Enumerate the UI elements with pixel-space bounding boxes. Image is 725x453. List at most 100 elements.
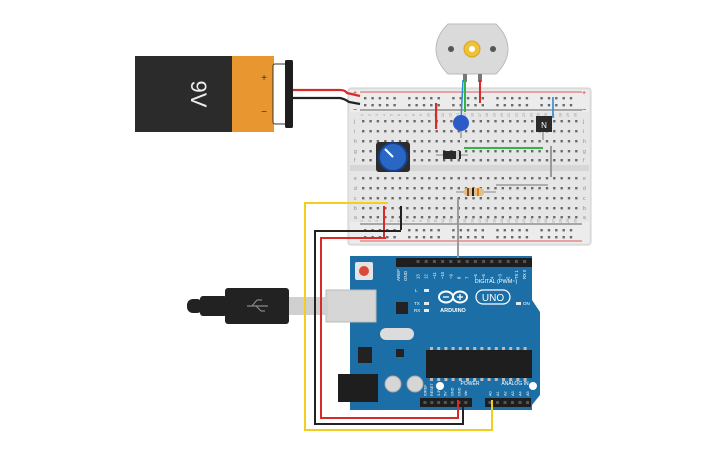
breadboard-hole: [428, 216, 431, 219]
wire-yellow-analog[interactable]: [304, 202, 493, 431]
chip-pin: [509, 347, 513, 350]
breadboard-hole: [553, 197, 556, 200]
breadboard-hole: [562, 229, 565, 232]
breadboard-column-number: 25: [537, 219, 541, 223]
breadboard-hole: [531, 159, 534, 162]
breadboard-hole: [398, 120, 402, 123]
breadboard-hole: [545, 150, 549, 153]
breadboard-hole: [496, 229, 499, 232]
arduino-pin-socket: [465, 260, 469, 263]
breadboard-hole: [567, 187, 571, 190]
breadboard-hole: [464, 130, 468, 133]
breadboard-hole: [450, 197, 453, 200]
breadboard-hole: [428, 159, 431, 162]
breadboard-column-number: 12: [441, 113, 445, 117]
breadboard-hole: [413, 187, 416, 190]
breadboard-hole: [442, 177, 446, 180]
usb-cable[interactable]: [187, 288, 377, 324]
breadboard-hole: [540, 229, 543, 232]
breadboard-hole: [479, 150, 482, 153]
breadboard-hole: [494, 120, 497, 123]
rail-minus-label-right: −: [582, 107, 586, 114]
breadboard-hole: [386, 236, 389, 239]
breadboard-hole: [531, 150, 534, 153]
breadboard-hole: [509, 207, 512, 210]
npn-transistor[interactable]: N: [536, 116, 552, 140]
breadboard-hole: [569, 104, 573, 107]
breadboard-hole: [479, 159, 482, 162]
breadboard-hole: [575, 159, 578, 162]
chip-pin: [516, 347, 520, 350]
breadboard-hole: [494, 197, 497, 200]
breadboard-hole: [516, 177, 519, 180]
breadboard-hole: [435, 187, 438, 190]
wire-jumper-red-top[interactable]: [435, 103, 438, 129]
breadboard-hole: [393, 104, 396, 107]
breadboard-hole: [523, 130, 527, 133]
breadboard-hole: [442, 130, 446, 133]
usb-symbol-icon: [247, 299, 268, 312]
breadboard-hole: [555, 104, 558, 107]
dc-motor[interactable]: [435, 23, 509, 82]
breadboard-hole: [538, 197, 541, 200]
breadboard-column-number: 7: [404, 220, 408, 222]
battery-9v[interactable]: 9V + −: [135, 56, 293, 132]
ceramic-capacitor[interactable]: [453, 115, 469, 138]
breadboard-hole: [457, 130, 460, 133]
breadboard-hole: [430, 236, 433, 239]
wire-battery-red[interactable]: [293, 88, 361, 98]
wire-motor-blue-lead[interactable]: [460, 79, 464, 121]
breadboard-hole: [376, 177, 380, 180]
arduino-power-pin-label: 3.3V: [437, 388, 441, 396]
arduino-pin-socket: [457, 260, 461, 263]
arduino-digital-pin-label: RX 0: [522, 269, 527, 279]
breadboard-hole: [560, 159, 563, 162]
chip-pin: [480, 378, 484, 381]
breadboard-column-number: 29: [566, 113, 570, 117]
wire-red-5v[interactable]: [320, 237, 459, 419]
arduino-power-jack[interactable]: [338, 374, 378, 402]
diode[interactable]: [436, 151, 468, 159]
resistor-band-2: [472, 188, 474, 196]
breadboard-hole: [560, 150, 563, 153]
resistor[interactable]: [456, 188, 496, 196]
rail-minus-label: −: [353, 107, 357, 114]
wire-black-gnd[interactable]: [314, 230, 464, 425]
breadboard-hole: [531, 197, 534, 200]
breadboard-hole: [567, 197, 571, 200]
breadboard-hole: [428, 150, 431, 153]
breadboard-hole: [516, 187, 519, 190]
breadboard-hole: [466, 104, 470, 107]
breadboard-hole: [503, 97, 506, 100]
arduino-analog-pin-label: A0: [488, 391, 492, 396]
breadboard-hole: [569, 97, 573, 100]
breadboard-hole: [393, 236, 396, 239]
potentiometer[interactable]: [376, 142, 410, 172]
breadboard-row-letter: d: [583, 186, 586, 192]
arduino-capacitor-2: [406, 375, 424, 393]
breadboard-hole: [450, 207, 453, 210]
breadboard-hole: [509, 159, 512, 162]
breadboard-hole: [398, 140, 402, 143]
arduino-digital-pin-label: 8: [457, 276, 462, 279]
breadboard-hole: [547, 236, 551, 239]
chip-pin: [523, 378, 527, 381]
breadboard-hole: [479, 177, 482, 180]
rail-plus-label: +: [353, 90, 357, 97]
breadboard-row-letter: d: [354, 186, 357, 192]
breadboard-hole: [437, 229, 440, 232]
breadboard-hole: [540, 104, 543, 107]
breadboard-hole: [501, 177, 504, 180]
battery-black-body: [135, 56, 235, 132]
breadboard-hole: [472, 140, 475, 143]
breadboard-column-number: 9: [419, 220, 423, 222]
wire-battery-black[interactable]: [293, 96, 361, 106]
arduino-digital-pin-label: 13: [416, 274, 421, 279]
breadboard-column-number: 17: [478, 219, 482, 223]
breadboard-hole: [406, 130, 409, 133]
chip-pin: [502, 378, 505, 381]
usb-cable-end: [187, 299, 203, 313]
